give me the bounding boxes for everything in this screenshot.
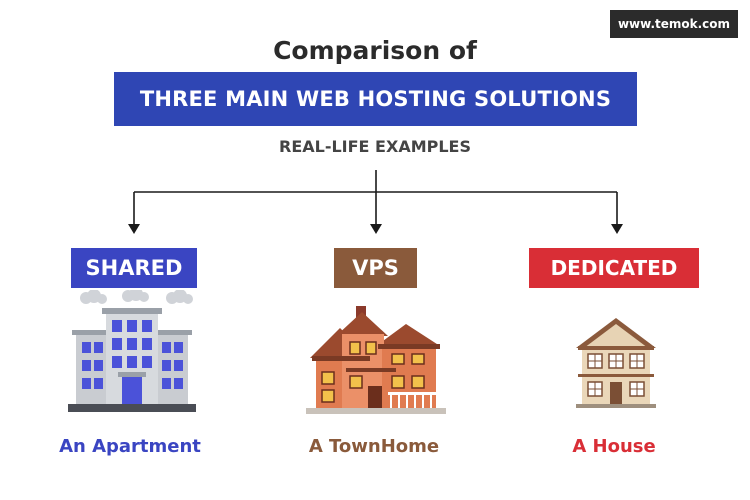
shared-caption: An Apartment: [59, 436, 201, 457]
connector-arrows: [128, 170, 623, 234]
dedicated-caption: A House: [572, 436, 656, 457]
vps-label: VPS: [334, 248, 417, 288]
title-banner: THREE MAIN WEB HOSTING SOLUTIONS: [114, 72, 637, 126]
townhome-icon: [306, 306, 446, 414]
vps-caption: A TownHome: [308, 436, 440, 457]
house-icon: [576, 318, 656, 408]
apartment-building-icon: [68, 290, 196, 412]
title-line1: Comparison of: [273, 36, 477, 65]
shared-label: SHARED: [71, 248, 197, 288]
subtitle: REAL-LIFE EXAMPLES: [279, 137, 471, 156]
dedicated-label: DEDICATED: [529, 248, 699, 288]
site-url-badge: www.temok.com: [610, 10, 738, 38]
